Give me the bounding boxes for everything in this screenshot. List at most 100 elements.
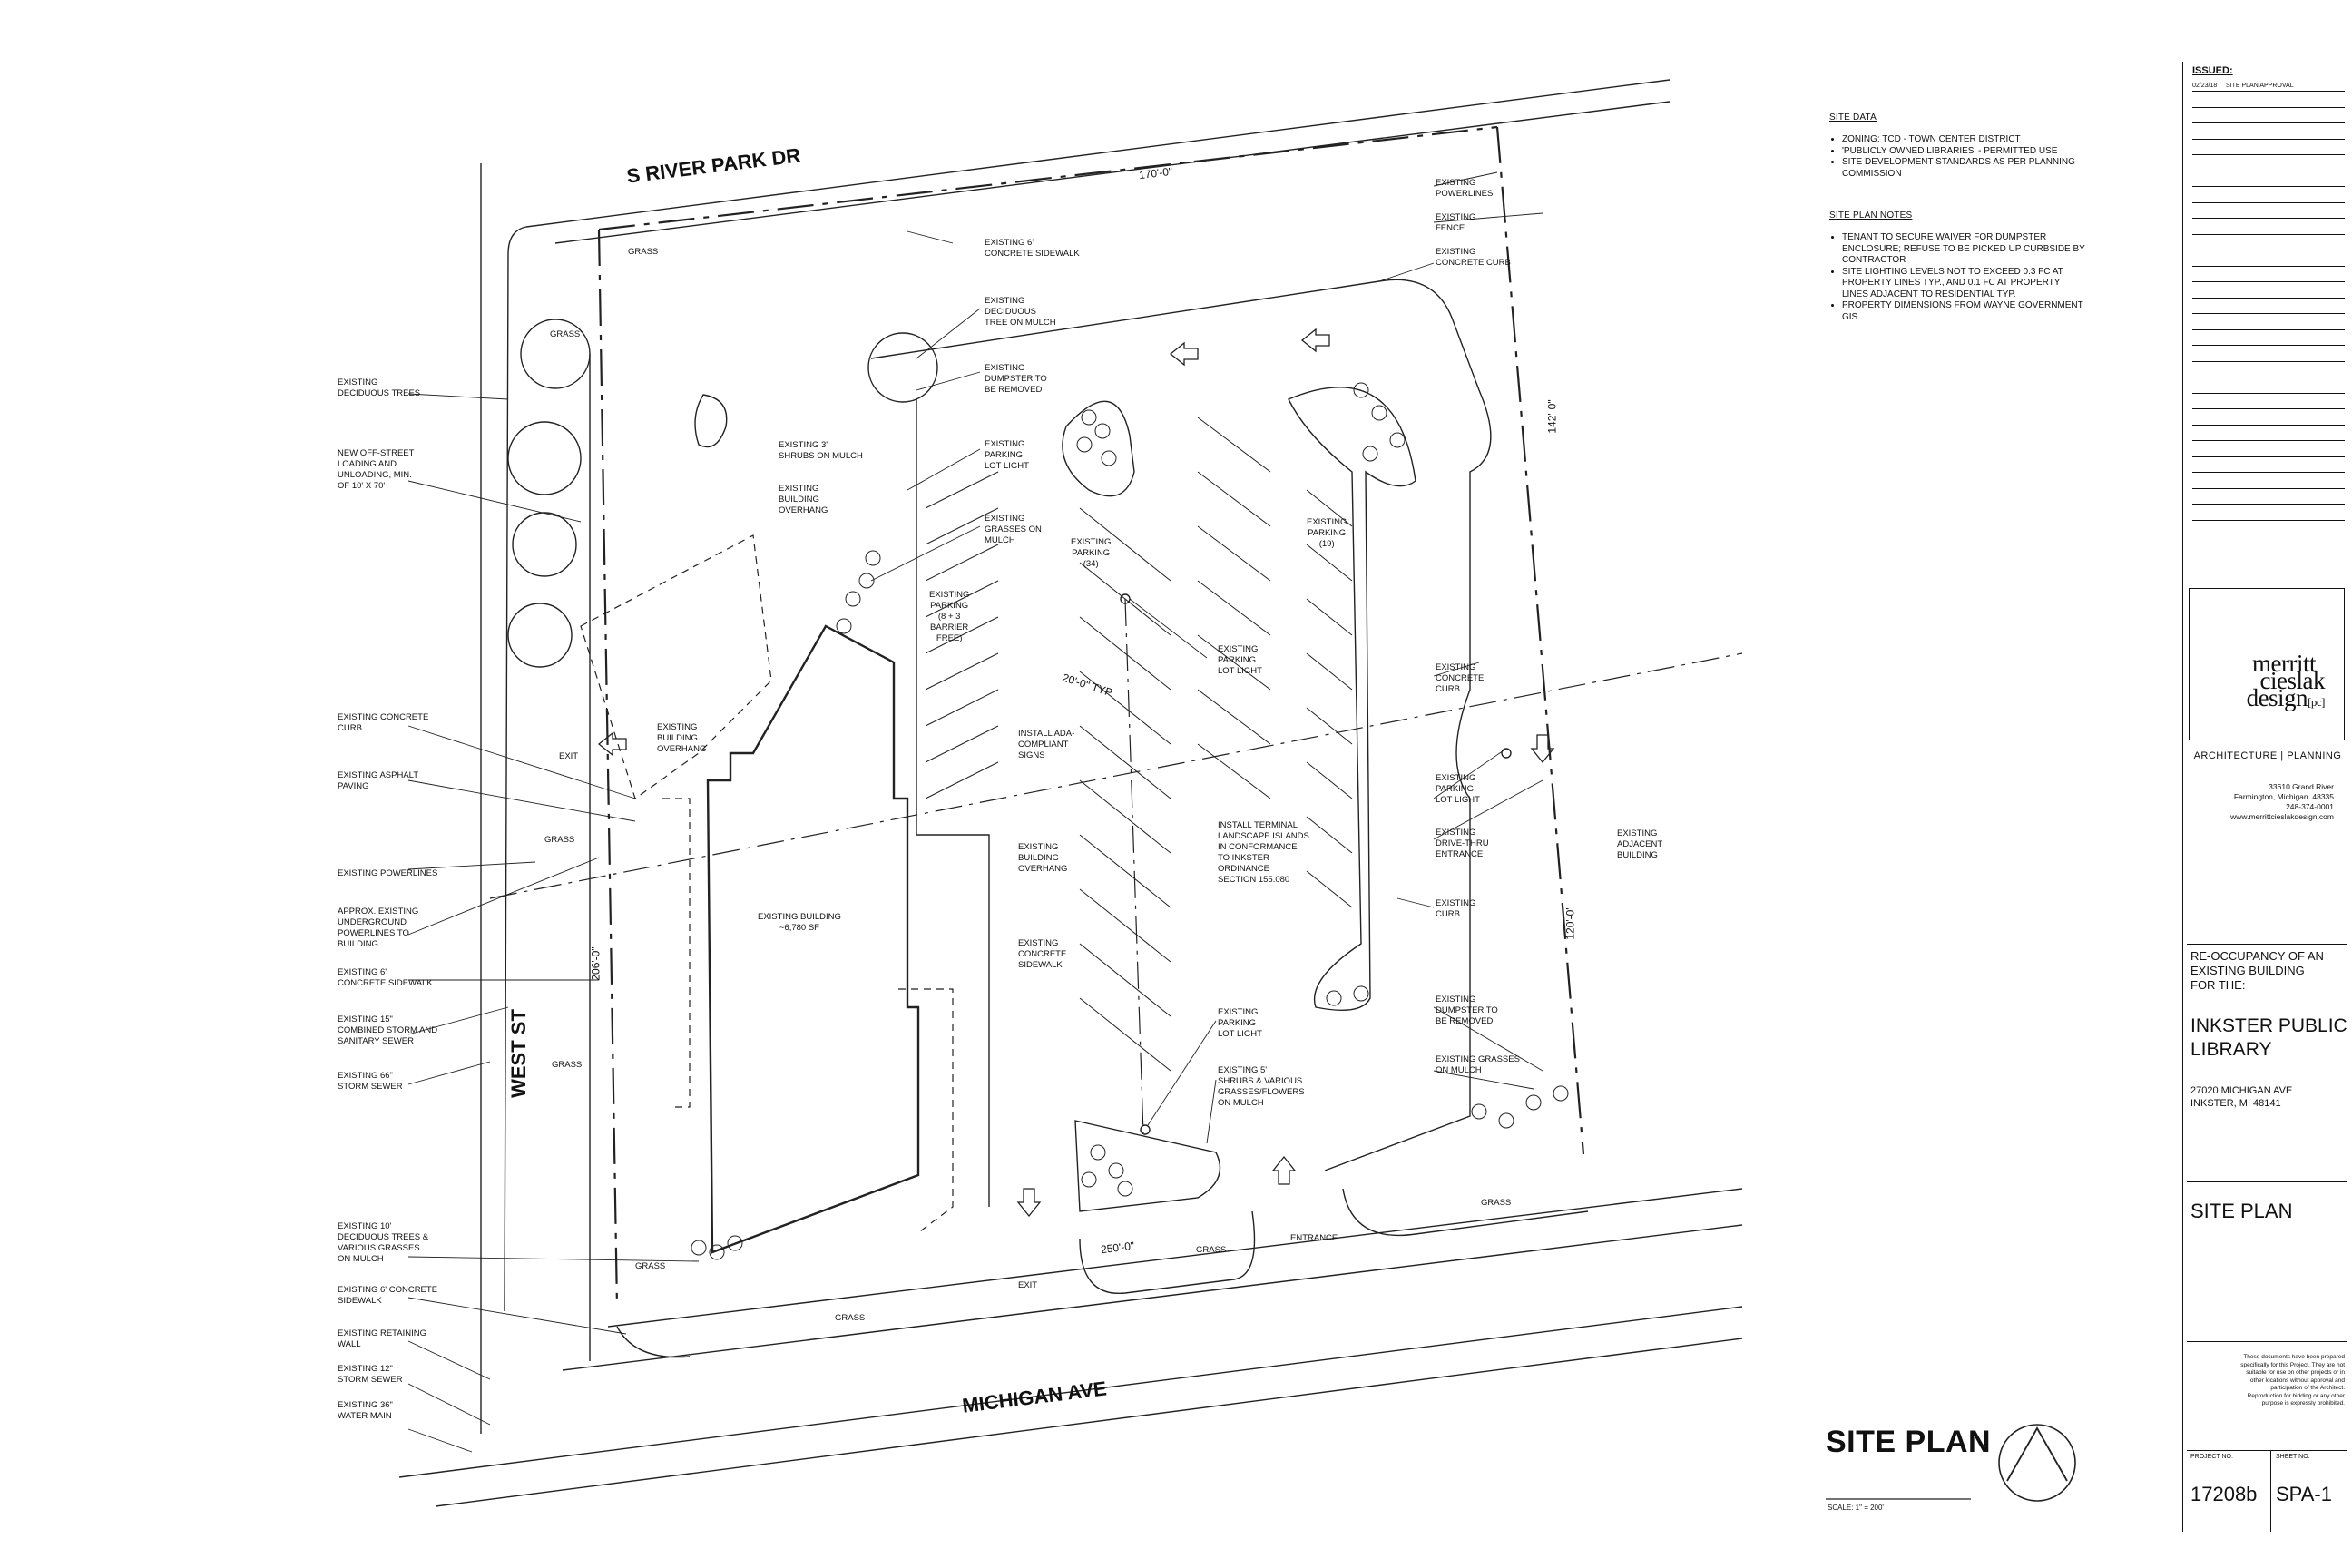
callout-underground-powerlines: APPROX. EXISTING UNDERGROUND POWERLINES …: [338, 906, 419, 949]
s-river-park-curb-a: [525, 79, 1671, 228]
logo-box: [2189, 588, 2345, 740]
site-plan-notes-heading: SITE PLAN NOTES: [1829, 211, 1913, 220]
tb-divider-1: [2187, 944, 2347, 945]
site-data-heading: SITE DATA: [1829, 113, 1877, 122]
label-concrete-sidewalk: EXISTING CONCRETE SIDEWALK: [1018, 938, 1067, 970]
sheet-no: SPA-1: [2276, 1483, 2332, 1505]
revision-rule-line: [2192, 170, 2345, 172]
dimension-east-top: 142'-0": [1545, 399, 1559, 434]
arrow-north-2: [1300, 328, 1330, 353]
corner-curb: [504, 226, 527, 1312]
island-west: [1062, 400, 1135, 497]
arrow-up: [1271, 1155, 1297, 1185]
label-grass-sw: GRASS: [635, 1261, 666, 1271]
site-data-list: ZONING: TCD - TOWN CENTER DISTRICT 'PUBL…: [1829, 134, 2087, 180]
exit-curb: [616, 1326, 691, 1358]
label-shrubs-flowers: EXISTING 5' SHRUBS & VARIOUS GRASSES/FLO…: [1218, 1065, 1305, 1108]
east-grass-curb: [1342, 1188, 1589, 1237]
lot-light-3: [1140, 1124, 1151, 1135]
label-fence: EXISTING FENCE: [1436, 212, 1476, 233]
property-west: [597, 229, 619, 1308]
label-terminal-islands: INSTALL TERMINAL LANDSCAPE ISLANDS IN CO…: [1218, 820, 1309, 885]
arrow-east: [1530, 734, 1555, 764]
parking-west-curb: [916, 399, 990, 1207]
revision-rule-line: [2192, 408, 2345, 409]
tb-divider-2: [2187, 1181, 2347, 1182]
building-overhang-south: [898, 988, 954, 1235]
site-plan-note: SITE LIGHTING LEVELS NOT TO EXCEED 0.3 F…: [1842, 267, 2087, 301]
label-dumpster-east: EXISTING DUMPSTER TO BE REMOVED: [1436, 995, 1498, 1026]
tree-1: [520, 318, 591, 389]
callout-asphalt-paving: EXISTING ASPHALT PAVING: [338, 770, 419, 791]
island-shrubs: [694, 394, 728, 448]
lot-light-1: [1120, 593, 1131, 604]
dimension-east-bottom: 120'-0": [1563, 906, 1577, 940]
callout-powerlines: EXISTING POWERLINES: [338, 868, 438, 878]
label-parking-west: EXISTING PARKING (8 + 3 BARRIER FREE): [929, 590, 970, 643]
project-address: 27020 MICHIGAN AVE INKSTER, MI 48141: [2190, 1085, 2293, 1109]
revision-rule-line: [2192, 218, 2345, 219]
revision-rule-line: [2192, 392, 2345, 394]
parking-lot-curb: [870, 279, 1492, 1171]
sheet-title: SITE PLAN: [2190, 1200, 2293, 1222]
north-arrow: [2006, 1426, 2068, 1482]
michigan-curb-c: [398, 1306, 1743, 1478]
revision-rule-line: [2192, 233, 2345, 235]
property-east-1: [1495, 126, 1585, 1155]
site-data-item: ZONING: TCD - TOWN CENTER DISTRICT: [1842, 134, 2087, 146]
label-existing-building: EXISTING BUILDING ~6,780 SF: [758, 912, 841, 933]
revision-rule-line: [2192, 186, 2345, 187]
label-concrete-curb-ne: EXISTING CONCRETE CURB: [1436, 247, 1511, 268]
label-powerlines-ne: EXISTING POWERLINES: [1436, 178, 1494, 199]
site-plan-note: TENANT TO SECURE WAIVER FOR DUMPSTER ENC…: [1842, 232, 2087, 267]
median-grass: [1079, 1210, 1256, 1295]
logo-line-3: design: [2246, 684, 2308, 711]
label-drive-thru: EXISTING DRIVE-THRU ENTRANCE: [1436, 828, 1489, 859]
revision-rule-line: [2192, 122, 2345, 123]
callout-deciduous-trees: EXISTING DECIDUOUS TREES: [338, 377, 421, 398]
revision-rule-line: [2192, 440, 2345, 441]
label-overhang-north: EXISTING BUILDING OVERHANG: [779, 484, 828, 515]
property-north: [598, 125, 1498, 231]
revision-rule-line: [2192, 424, 2345, 426]
powerline-b: [1124, 598, 1144, 1135]
sheet-no-label: SHEET NO.: [2276, 1454, 2310, 1460]
callout-loading: NEW OFF-STREET LOADING AND UNLOADING, MI…: [338, 448, 415, 491]
tree-4: [507, 603, 573, 668]
revision-rule-line: [2192, 345, 2345, 346]
label-grass-west-2: GRASS: [552, 1060, 583, 1070]
tb-divider-3: [2187, 1341, 2347, 1342]
label-overhang-west: EXISTING BUILDING OVERHANG: [657, 722, 707, 754]
michigan-curb-a: [607, 1188, 1743, 1328]
site-data-item: SITE DEVELOPMENT STANDARDS AS PER PLANNI…: [1842, 157, 2087, 180]
revision-rule-line: [2192, 328, 2345, 330]
label-parking-34: EXISTING PARKING (34): [1071, 537, 1112, 569]
revision-rule-line: [2192, 281, 2345, 282]
island-south: [1074, 1120, 1221, 1212]
site-plan-note: PROPERTY DIMENSIONS FROM WAYNE GOVERNMEN…: [1842, 300, 2087, 323]
tree-5: [867, 332, 938, 403]
revision-rule-line: [2192, 456, 2345, 457]
label-shrubs-mulch: EXISTING 3' SHRUBS ON MULCH: [779, 440, 863, 461]
north-arrow-circle: [1998, 1424, 2076, 1502]
label-overhang-east: EXISTING BUILDING OVERHANG: [1018, 842, 1068, 874]
firm-address: 33610 Grand River Farmington, Michigan 4…: [2230, 782, 2334, 821]
drawing-title: SITE PLAN: [1826, 1425, 1992, 1459]
disclaimer: These documents have been prepared speci…: [2240, 1354, 2345, 1406]
project-no-label: PROJECT NO.: [2190, 1454, 2233, 1460]
logo-line-2: cieslak: [2259, 667, 2326, 694]
callout-sidewalk-6: EXISTING 6' CONCRETE SIDEWALK: [338, 1285, 438, 1306]
building-overhang-north: [580, 534, 772, 799]
callout-combined-sewer: EXISTING 15" COMBINED STORM AND SANITARY…: [338, 1014, 438, 1046]
title-block: [2182, 62, 2348, 1532]
label-deciduous-tree: EXISTING DECIDUOUS TREE ON MULCH: [985, 296, 1056, 328]
label-grass-corner: GRASS: [550, 329, 581, 339]
michigan-curb-d: [435, 1338, 1743, 1507]
site-data-item: 'PUBLICLY OWNED LIBRARIES' - PERMITTED U…: [1842, 146, 2087, 158]
label-exit-west: EXIT: [559, 751, 579, 761]
building-overhang-west: [662, 798, 691, 1108]
revision-rule-line: [2192, 519, 2345, 521]
callout-concrete-curb: EXISTING CONCRETE CURB: [338, 712, 429, 733]
callout-water-main: EXISTING 36" WATER MAIN: [338, 1400, 393, 1421]
